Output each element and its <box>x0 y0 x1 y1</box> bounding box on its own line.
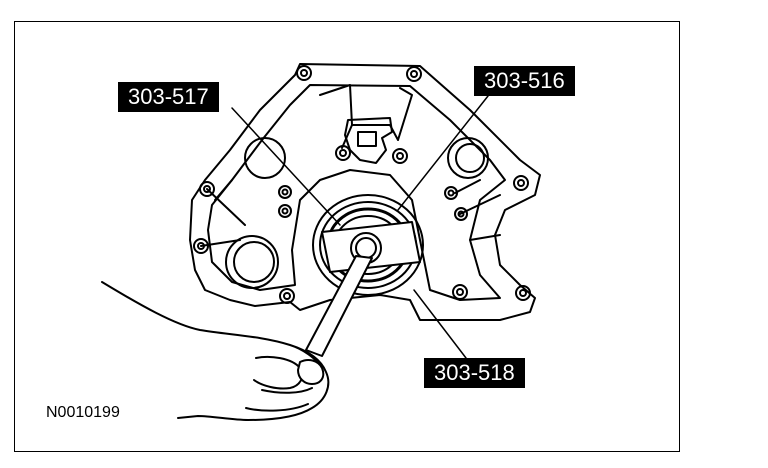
callout-303-517: 303-517 <box>118 82 219 112</box>
hand-thumb <box>297 359 325 385</box>
installer-handle <box>305 255 373 357</box>
callout-303-516: 303-516 <box>474 66 575 96</box>
leader-303-516 <box>397 95 489 211</box>
technician-hand <box>101 281 330 421</box>
leader-303-518 <box>413 289 467 359</box>
bolt-bosses <box>193 65 531 304</box>
side-ribs <box>200 179 501 247</box>
housing-inner-flange <box>207 84 506 301</box>
housing-bores <box>225 137 489 289</box>
top-rib <box>319 84 413 149</box>
leader-303-517 <box>231 107 341 226</box>
top-notch <box>344 117 393 164</box>
figure-id: N0010199 <box>46 404 120 421</box>
callout-303-518: 303-518 <box>424 358 525 388</box>
housing-outline <box>189 63 541 321</box>
top-notch-slot <box>357 131 377 147</box>
